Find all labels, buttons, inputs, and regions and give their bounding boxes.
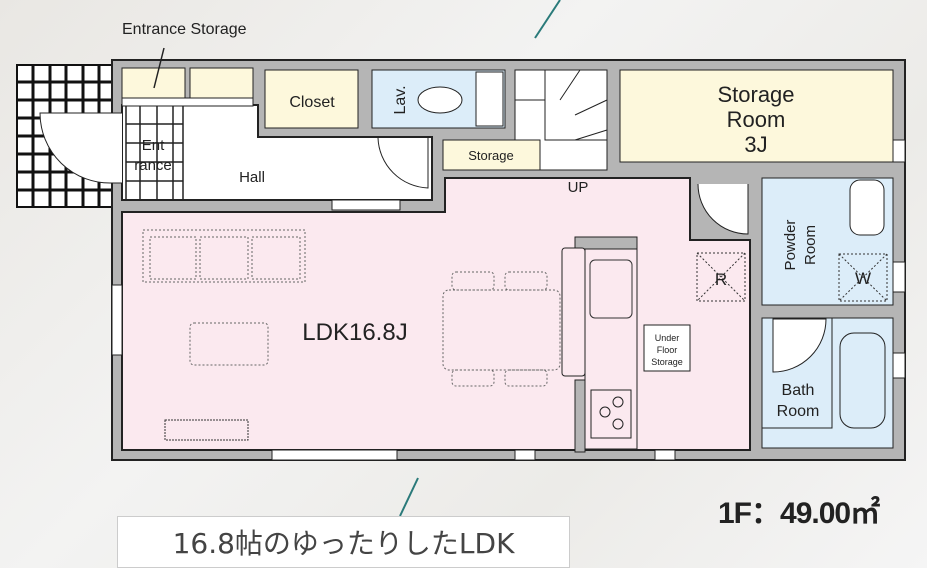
hall-area bbox=[121, 104, 433, 201]
lav-label: Lav. bbox=[392, 85, 409, 114]
table-icon bbox=[189, 322, 269, 366]
entrance-label-2: rance bbox=[134, 157, 172, 174]
storage bbox=[442, 139, 541, 171]
storage-label: Storage bbox=[468, 148, 514, 163]
bathtub-icon bbox=[839, 332, 886, 429]
windows bbox=[111, 139, 906, 461]
kitchen-wall bbox=[574, 236, 638, 250]
top-pointer-line bbox=[534, 0, 561, 39]
dining-set-icon bbox=[442, 271, 561, 387]
ldk-label: LDK16.8J bbox=[302, 319, 407, 346]
bath-door[interactable] bbox=[772, 318, 827, 373]
entrance-label-1: Ent bbox=[142, 137, 165, 154]
lav-shelf bbox=[475, 71, 504, 127]
toilet-icon bbox=[417, 86, 463, 114]
powder-room-label-2: Room bbox=[802, 225, 819, 265]
under-floor-label-2: Floor bbox=[657, 345, 678, 355]
storage-room-label-1: Storage bbox=[717, 82, 794, 107]
kitchen-wall-lower bbox=[574, 379, 586, 453]
hall-storage bbox=[189, 67, 254, 99]
entrance-storage-label: Entrance Storage bbox=[122, 21, 247, 38]
sink-icon bbox=[589, 259, 633, 319]
under-floor-label-1: Under bbox=[655, 333, 680, 343]
sofa-icon bbox=[142, 229, 306, 283]
caption-box: 16.8帖のゆったりしたLDK bbox=[117, 516, 570, 568]
washer-space bbox=[838, 253, 888, 302]
entrance-floor bbox=[125, 106, 184, 200]
closet bbox=[264, 69, 359, 129]
under-floor-storage bbox=[643, 324, 691, 372]
storage-room-label-2: Room bbox=[727, 107, 786, 132]
hall-label: Hall bbox=[239, 169, 265, 186]
closet-label: Closet bbox=[289, 94, 335, 111]
kitchen-bar bbox=[561, 247, 586, 377]
kitchen-counter bbox=[584, 248, 638, 450]
bath-room-label-2: Room bbox=[777, 403, 820, 420]
fridge-label: R bbox=[715, 270, 727, 289]
hall-door[interactable] bbox=[377, 137, 429, 189]
stairs-up-label: UP bbox=[568, 179, 589, 196]
powder-room-label-1: Powder bbox=[782, 220, 799, 271]
ldk-room bbox=[121, 177, 751, 451]
fridge-space bbox=[696, 252, 746, 302]
entrance-storage bbox=[121, 67, 186, 99]
stove-icon bbox=[590, 389, 632, 439]
storage-room-label-3: 3J bbox=[744, 132, 767, 157]
floor-area-label: 1F：49.00㎡ bbox=[718, 497, 880, 530]
washer-label: W bbox=[855, 269, 871, 288]
floor-heater-icon bbox=[164, 419, 249, 441]
under-floor-label-3: Storage bbox=[651, 357, 683, 367]
storage-room bbox=[619, 69, 894, 163]
caption-pointer-line bbox=[399, 477, 419, 517]
powder-room-door[interactable] bbox=[697, 183, 749, 235]
washbasin-icon bbox=[849, 179, 885, 236]
bath-room-label-1: Bath bbox=[782, 382, 815, 399]
front-door[interactable] bbox=[39, 112, 122, 184]
